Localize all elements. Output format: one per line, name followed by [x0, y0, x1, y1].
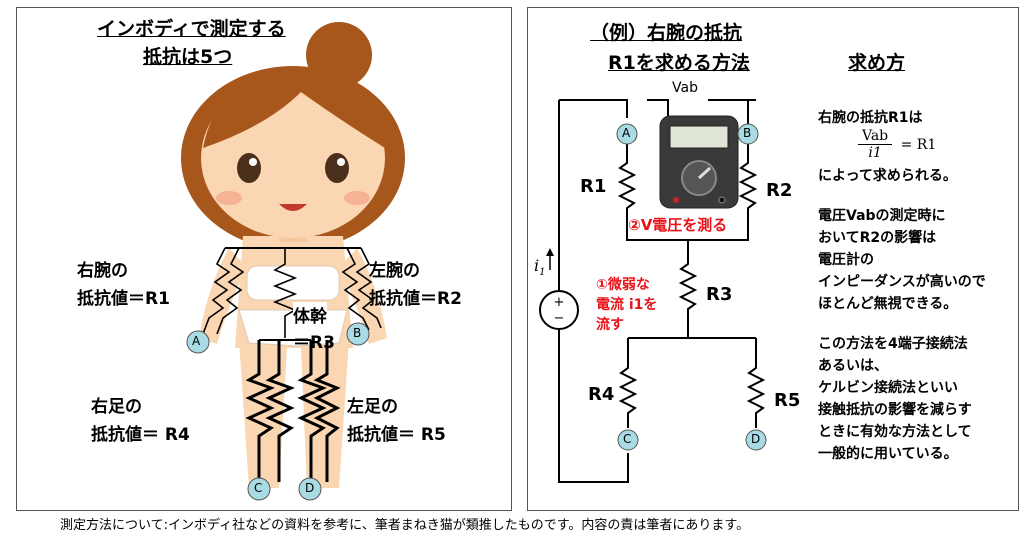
- current-symbol: i1: [534, 256, 546, 278]
- body-illustration: [181, 22, 405, 501]
- current-symbol-i: i: [534, 256, 540, 275]
- explanation-para3-5: ときに有効な方法として: [818, 424, 972, 440]
- explanation-para3-2: あるいは、: [818, 358, 888, 374]
- vab-label: Vab: [672, 80, 698, 96]
- terminal-d-label-right: D: [751, 432, 761, 446]
- method-title: 求め方: [848, 52, 906, 74]
- explanation-para3-1: この方法を4端子接続法: [818, 336, 968, 352]
- label-r5-line2: 抵抗値＝ R5: [347, 425, 446, 445]
- terminal-d-label: D: [305, 481, 315, 495]
- label-r1-line2: 抵抗値＝R1: [77, 289, 170, 309]
- label-r2-line2: 抵抗値＝R2: [369, 289, 462, 309]
- step2-label: ②V電圧を測る: [628, 214, 728, 235]
- step1-line2: 電流 i1を: [596, 297, 658, 313]
- explanation-para2-3: 電圧計の: [818, 252, 874, 268]
- label-r1-line1: 右腕の: [77, 261, 128, 281]
- r5-label: R5: [774, 390, 801, 411]
- explanation-line2: によって求められる。: [818, 168, 957, 184]
- left-panel: インボディで測定する 抵抗は5つ A B C D 右腕の 抵抗値＝R1 左腕の …: [16, 7, 512, 511]
- svg-text:−: −: [554, 311, 565, 326]
- left-title-line1: インボディで測定する: [97, 18, 286, 40]
- current-symbol-sub: 1: [539, 267, 546, 279]
- formula-rhs: = R1: [900, 136, 937, 153]
- formula-numerator: Vab: [858, 128, 893, 145]
- explanation-para3-4: 接触抵抗の影響を減らす: [818, 402, 972, 418]
- label-r4-line1: 右足の: [91, 397, 142, 417]
- label-r4-line2: 抵抗値＝ R4: [91, 425, 190, 445]
- step1-line3: 流す: [596, 317, 624, 333]
- explanation-para3-6: 一般的に用いている。: [818, 446, 958, 462]
- r3-label: R3: [706, 284, 733, 305]
- terminal-b-label-right: B: [743, 126, 752, 140]
- terminal-c-label-right: C: [623, 432, 632, 446]
- explanation-para2-5: ほとんど無視できる。: [818, 296, 958, 312]
- right-title-line2: R1を求める方法: [608, 52, 750, 74]
- circuit-diagram: + −: [539, 99, 767, 483]
- r2-label: R2: [766, 180, 793, 201]
- explanation-para2-2: おいてR2の影響は: [818, 230, 937, 246]
- formula: Vab i1 = R1: [858, 128, 936, 161]
- explanation-para2-4: インピーダンスが高いので: [818, 274, 986, 290]
- label-r2-line1: 左腕の: [369, 261, 420, 281]
- formula-fraction: Vab i1: [858, 128, 893, 161]
- terminal-a-label: A: [192, 334, 201, 348]
- label-r5-line1: 左足の: [347, 397, 398, 417]
- label-r3-line2: ＝R3: [293, 333, 335, 353]
- r1-label: R1: [580, 176, 607, 197]
- explanation-para2-1: 電圧Vabの測定時に: [818, 208, 946, 224]
- terminal-b-label: B: [353, 326, 362, 340]
- label-r3-line1: 体幹: [293, 302, 327, 327]
- step1-line1: ①微弱な: [596, 277, 650, 293]
- explanation-line1: 右腕の抵抗R1は: [818, 110, 923, 126]
- terminal-a-label-right: A: [622, 126, 631, 140]
- footer-note: 測定方法について:インボディ社などの資料を参考に、筆者まねき猫が類推したものです…: [60, 518, 750, 533]
- left-title-line2: 抵抗は5つ: [143, 46, 233, 68]
- formula-denominator: i1: [868, 145, 882, 161]
- right-title-line1: （例）右腕の抵抗: [590, 22, 743, 44]
- terminal-c-label: C: [254, 481, 263, 495]
- r4-label: R4: [588, 384, 615, 405]
- svg-text:+: +: [554, 295, 565, 310]
- right-panel: + − （例）右腕の抵抗 R1を求める方法 求め方 Vab A B C D R1…: [527, 7, 1019, 511]
- explanation-para3-3: ケルビン接続法といい: [818, 380, 958, 396]
